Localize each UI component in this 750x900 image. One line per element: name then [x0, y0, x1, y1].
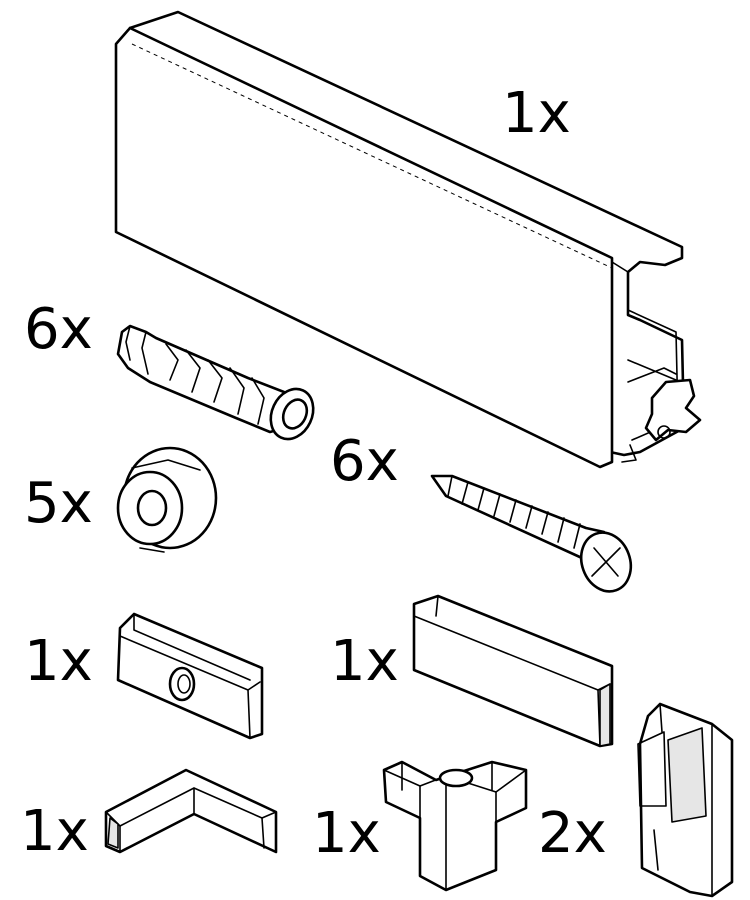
connector-quantity: 1x	[330, 629, 399, 694]
round-glider-icon	[116, 446, 218, 553]
screw-quantity: 6x	[330, 429, 399, 494]
end-cap-quantity: 2x	[538, 801, 607, 866]
rail-clip-icon	[116, 612, 264, 740]
wall-rail-profile-icon	[114, 10, 702, 469]
corner-quantity: 1x	[20, 799, 89, 864]
straight-connector-icon	[412, 594, 614, 748]
wall-plug-quantity: 6x	[24, 297, 93, 362]
t-connector-icon	[382, 760, 528, 892]
end-cap-icon	[637, 702, 734, 898]
corner-connector-icon	[104, 768, 278, 854]
glider-quantity: 5x	[24, 471, 93, 536]
t-connector-quantity: 1x	[312, 801, 381, 866]
wood-screw-icon	[430, 474, 633, 593]
rail-quantity: 1x	[502, 81, 571, 146]
clip-quantity: 1x	[24, 629, 93, 694]
wall-plug-anchor-icon	[116, 324, 315, 441]
